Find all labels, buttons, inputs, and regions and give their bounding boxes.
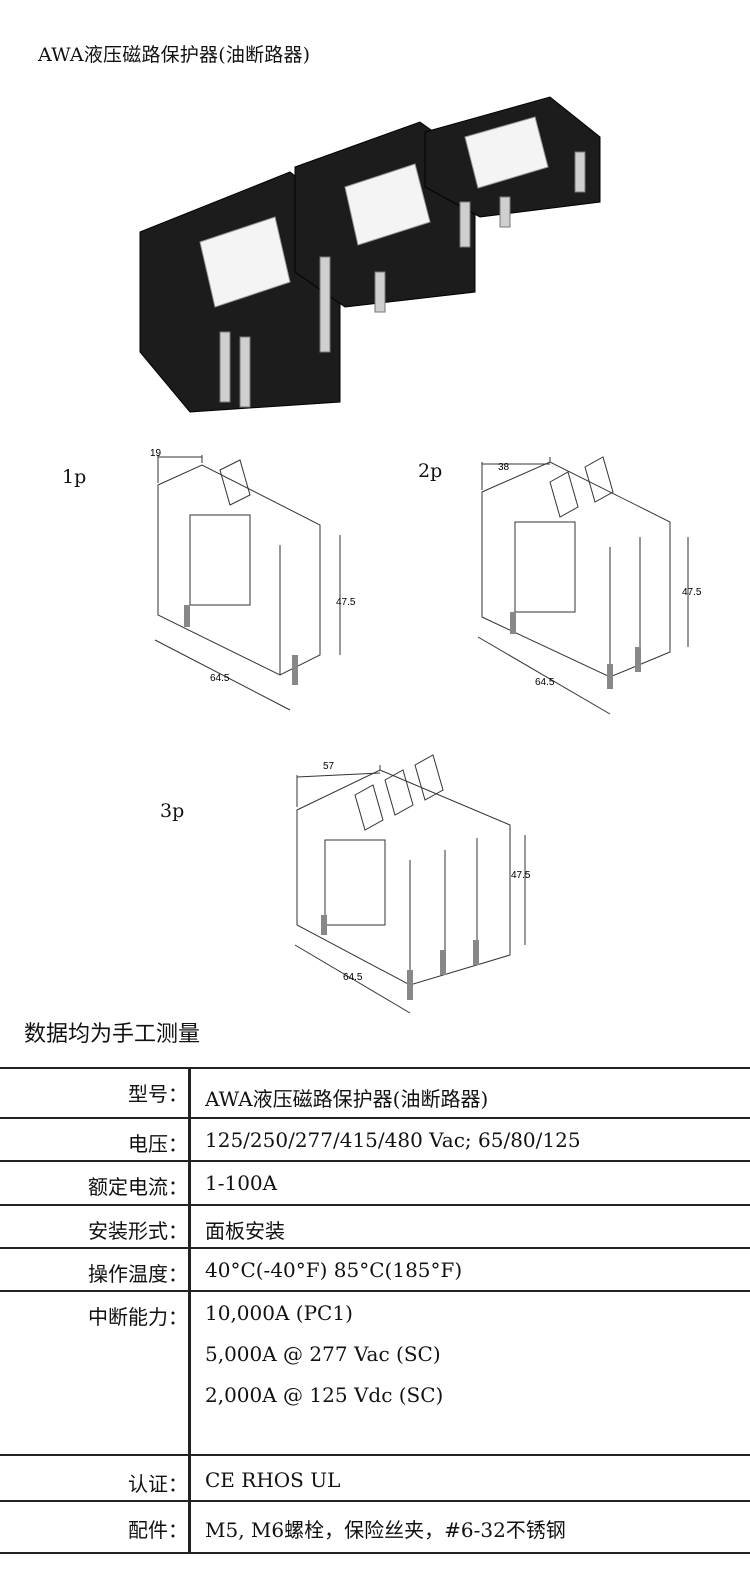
table-row: 中断能力： 10,000A (PC1) 5,000A @ 277 Vac (SC…: [0, 1290, 750, 1455]
spec-value: 2,000A @ 125 Vdc (SC): [205, 1383, 444, 1407]
measurement-note: 数据均为手工测量: [24, 1022, 201, 1047]
product-photo: [139, 96, 601, 413]
spec-value: 面板安装: [205, 1219, 285, 1243]
spec-value: 1-100A: [205, 1171, 278, 1195]
spec-value: AWA液压磁路保护器(油断路器): [205, 1087, 489, 1111]
spec-value: 10,000A (PC1): [205, 1301, 353, 1325]
dim-height-2p: 47.5: [682, 587, 702, 598]
table-row: 认证： CE RHOS UL: [0, 1454, 750, 1501]
table-row: 安装形式： 面板安装: [0, 1204, 750, 1248]
spec-label: 中断能力：: [88, 1305, 188, 1329]
drawing-3p: 57 47.5 64.5: [294, 754, 531, 1014]
spec-value: 125/250/277/415/480 Vac; 65/80/125: [205, 1128, 581, 1152]
dim-width-3p: 57: [323, 761, 335, 772]
spec-label: 配件：: [128, 1518, 188, 1542]
table-row: 电压： 125/250/277/415/480 Vac; 65/80/125: [0, 1117, 750, 1161]
spec-value: CE RHOS UL: [205, 1468, 341, 1492]
dim-depth-2p: 64.5: [535, 677, 555, 688]
spec-label: 额定电流：: [88, 1175, 188, 1199]
dim-height-3p: 47.5: [511, 870, 531, 881]
spec-label: 操作温度：: [88, 1262, 188, 1286]
spec-label: 电压：: [128, 1132, 188, 1156]
table-row: 操作温度： 40°C(-40°F) 85°C(185°F): [0, 1247, 750, 1291]
dim-depth-1p: 64.5: [210, 673, 230, 684]
table-row: 配件： M5, M6螺栓，保险丝夹，#6-32不锈钢: [0, 1500, 750, 1554]
table-row: 型号： AWA液压磁路保护器(油断路器): [0, 1067, 750, 1118]
spec-value: M5, M6螺栓，保险丝夹，#6-32不锈钢: [205, 1518, 566, 1542]
drawing-2p: 38 47.5 64.5: [477, 456, 702, 715]
dim-width-2p: 38: [498, 462, 510, 473]
spec-value: 40°C(-40°F) 85°C(185°F): [205, 1258, 463, 1282]
spec-table: 型号： AWA液压磁路保护器(油断路器) 电压： 125/250/277/415…: [0, 1067, 750, 1554]
drawing-1p: 19 47.5 64.5: [150, 448, 356, 711]
table-row: 额定电流： 1-100A: [0, 1160, 750, 1205]
spec-label: 认证：: [128, 1472, 188, 1496]
spec-label: 安装形式：: [88, 1219, 188, 1243]
label-1p: 1p: [62, 466, 87, 488]
spec-label: 型号：: [128, 1082, 188, 1106]
page-title: AWA液压磁路保护器(油断路器): [38, 44, 311, 66]
dim-height-1p: 47.5: [336, 597, 356, 608]
label-2p: 2p: [418, 460, 443, 482]
dim-width-1p: 19: [150, 448, 162, 459]
dim-depth-3p: 64.5: [343, 972, 363, 983]
spec-value: 5,000A @ 277 Vac (SC): [205, 1342, 441, 1366]
label-3p: 3p: [160, 800, 185, 822]
